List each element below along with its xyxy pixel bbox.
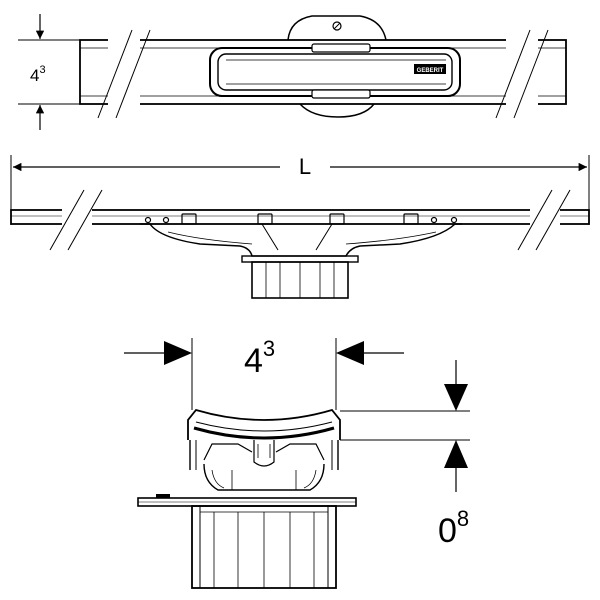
- top-height-exp: 3: [39, 64, 45, 76]
- side-left-break: [49, 189, 103, 251]
- top-height-base: 4: [30, 66, 39, 85]
- channel-side-bar: [10, 209, 590, 225]
- section-depth-dimension: 08: [340, 360, 470, 550]
- logo-label: GEBERIT: [417, 68, 444, 74]
- channel-profile: [187, 408, 341, 470]
- drain-body-side: [140, 223, 462, 257]
- top-view: 43 GEBERIT: [18, 14, 567, 130]
- right-break-lines: [495, 29, 549, 119]
- channel-body: [79, 39, 567, 105]
- section-width-exp: 3: [263, 336, 275, 361]
- mounting-clips: [144, 213, 458, 225]
- side-view: L: [10, 154, 590, 299]
- length-label: L: [299, 154, 311, 179]
- length-dimension: L: [10, 154, 590, 225]
- section-view: 43 08: [124, 336, 470, 589]
- top-height-label: 43: [30, 64, 46, 85]
- geberit-logo: GEBERIT: [414, 64, 446, 74]
- cover-bottom-tab: [311, 89, 371, 99]
- drain-bowl-outline: [287, 15, 387, 118]
- section-width-dimension: 43: [124, 336, 404, 410]
- outlet-pipe-side: [241, 255, 359, 299]
- siphon-insert: [203, 440, 325, 491]
- top-height-dimension: 43: [18, 14, 80, 130]
- cover-top-tab: [311, 43, 371, 53]
- section-depth-base: 0: [438, 512, 457, 550]
- bowl-screw-icon: [332, 21, 342, 31]
- side-right-break: [517, 189, 571, 251]
- section-width-label: 43: [244, 336, 275, 380]
- sealing-flange: [137, 494, 357, 507]
- outlet-pipe-section: [191, 505, 337, 589]
- left-break-lines: [97, 29, 151, 119]
- section-depth-label: 08: [438, 506, 469, 550]
- section-width-base: 4: [244, 342, 263, 380]
- section-depth-exp: 8: [457, 506, 469, 531]
